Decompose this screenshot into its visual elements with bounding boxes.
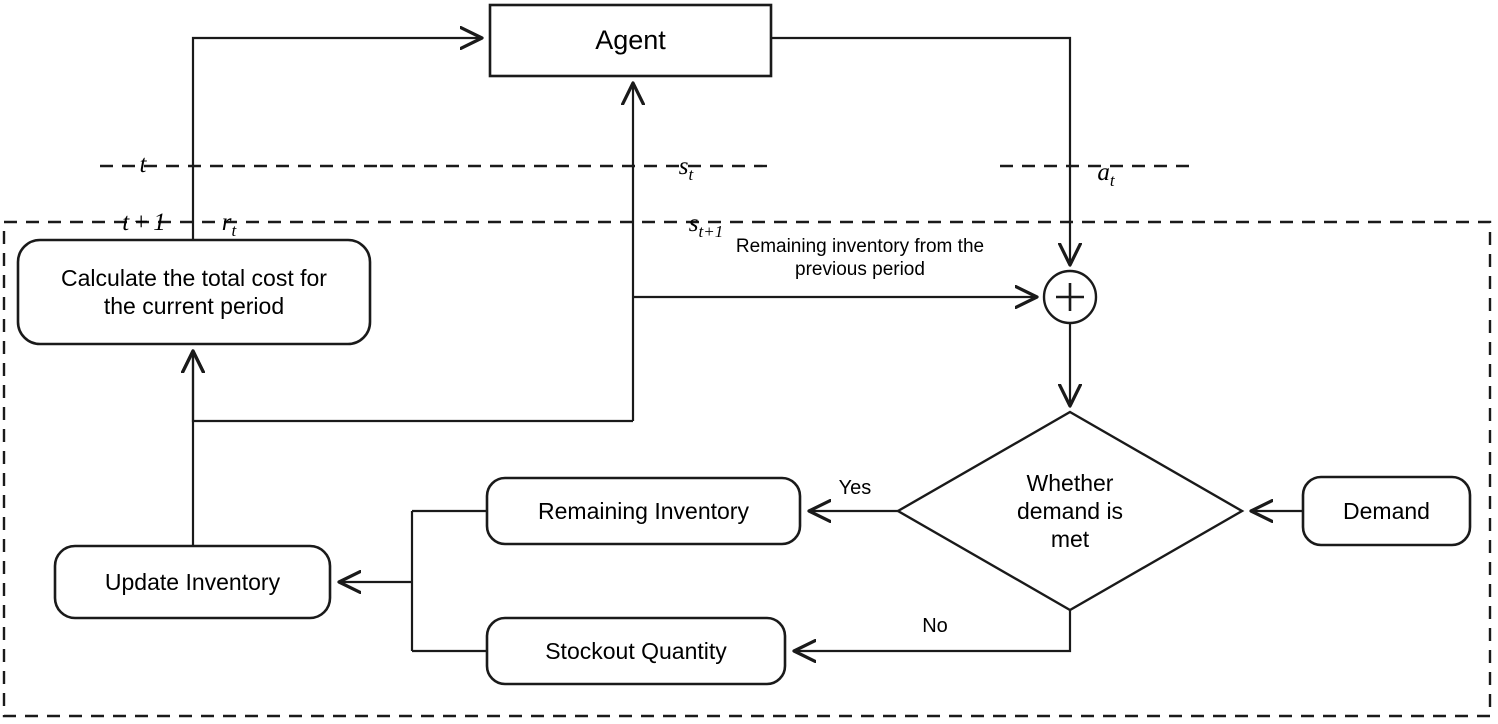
- calculate-cost-box: [16, 238, 372, 346]
- time-t-plus-1-text: t + 1: [122, 209, 166, 236]
- stockout-quantity-box: [485, 616, 787, 686]
- action-edge: [771, 36, 1070, 264]
- state-t-label: st: [663, 122, 709, 185]
- state-t-plus-1-text: st+1: [688, 210, 724, 241]
- decision-diamond: [895, 410, 1245, 612]
- time-t-label: t: [118, 120, 168, 180]
- remaining-inventory-box: [485, 476, 802, 546]
- update-to-calculate-edge: [193, 352, 633, 423]
- remaining-from-previous-label: Remaining inventory from the previous pe…: [735, 236, 985, 280]
- reward-label: rt: [206, 178, 252, 241]
- action-text: at: [1097, 159, 1115, 190]
- no-branch-edge: [795, 610, 1072, 651]
- update-inventory-box: [53, 544, 332, 620]
- action-label: at: [1082, 128, 1130, 191]
- time-t-text: t: [139, 151, 147, 178]
- reward-text: rt: [221, 209, 237, 240]
- time-t-plus-1-label: t + 1: [98, 178, 190, 238]
- demand-box: [1301, 475, 1472, 547]
- reward-edge: [191, 38, 481, 292]
- agent-box: [488, 3, 773, 78]
- state-t-plus-1-label: st+1: [663, 179, 749, 242]
- state-t-text: st: [678, 153, 694, 184]
- no-branch-label: No: [922, 615, 948, 637]
- yes-branch-label: Yes: [838, 477, 872, 499]
